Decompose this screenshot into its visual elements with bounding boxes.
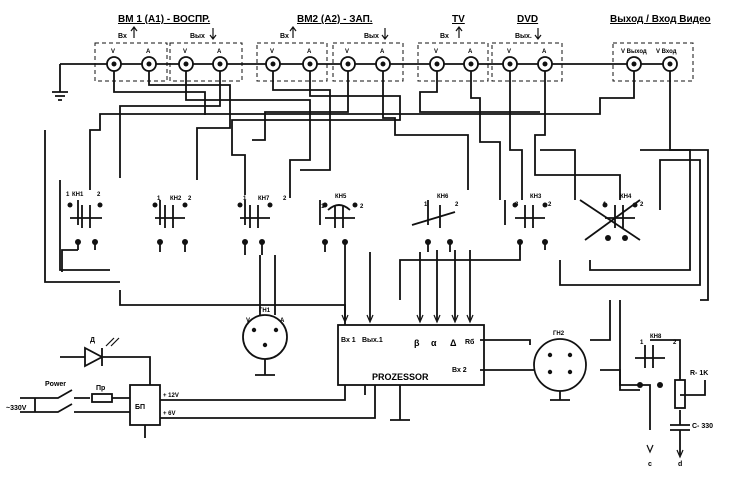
svg-text:1: 1 (321, 204, 325, 210)
wiring (44, 71, 709, 455)
svg-text:2: 2 (673, 340, 677, 346)
svg-text:2: 2 (360, 204, 364, 210)
svg-text:Вых.1: Вых.1 (362, 337, 383, 344)
jack-gn1: ГН1 V A (242, 308, 288, 376)
svg-text:КН8: КН8 (650, 334, 662, 340)
svg-text:Вых: Вых (190, 33, 205, 40)
svg-text:Δ: Δ (450, 338, 457, 348)
svg-text:1: 1 (66, 192, 70, 198)
svg-text:Rб: Rб (465, 338, 475, 346)
svg-text:КН7: КН7 (258, 196, 270, 202)
input-arrows (341, 314, 684, 459)
switch-kn2: КН2 1 2 (155, 196, 192, 228)
header-bm1: BM 1 (A1) - ВОСПР. (118, 14, 210, 25)
header-video: Выход / Вход Видео (610, 14, 711, 25)
svg-text:КН5: КН5 (335, 194, 347, 200)
svg-text:КН2: КН2 (170, 196, 182, 202)
svg-text:Power: Power (45, 381, 66, 388)
svg-text:2: 2 (283, 196, 287, 202)
svg-text:R- 1K: R- 1K (690, 370, 708, 377)
svg-text:d: d (678, 461, 682, 468)
svg-text:A: A (468, 49, 473, 55)
svg-text:2: 2 (640, 202, 644, 208)
header-dvd: DVD (517, 14, 538, 25)
svg-text:КН4: КН4 (620, 194, 632, 200)
svg-text:V: V (246, 318, 250, 324)
switch-kn3: КН3 32 (515, 194, 552, 228)
svg-text:A: A (280, 318, 285, 324)
svg-text:Вх: Вх (280, 33, 289, 40)
svg-text:ГН2: ГН2 (553, 331, 565, 337)
switch-kn8: КН8 1 2 (635, 334, 677, 368)
svg-text:Вх: Вх (118, 33, 127, 40)
svg-text:V: V (111, 49, 115, 55)
svg-text:2: 2 (97, 192, 101, 198)
switch-kn5: КН5 1 2 (321, 194, 364, 228)
svg-text:V: V (434, 49, 438, 55)
svg-text:1: 1 (424, 202, 428, 208)
terminal-dots (67, 202, 663, 388)
svg-text:c: c (648, 461, 652, 468)
svg-text:КН1: КН1 (72, 192, 84, 198)
svg-text:Вх: Вх (440, 33, 449, 40)
processor-block: PROZESSOR Вх 1 Вых.1 Вх 2 β α Δ Rб (337, 324, 485, 386)
svg-text:V: V (270, 49, 274, 55)
svg-text:2: 2 (548, 202, 552, 208)
svg-text:1: 1 (157, 196, 161, 202)
svg-text:Вых: Вых (364, 33, 379, 40)
svg-text:Вх 1: Вх 1 (341, 337, 356, 344)
svg-text:A: A (380, 49, 385, 55)
svg-text:КН3: КН3 (530, 194, 542, 200)
svg-text:2: 2 (455, 202, 459, 208)
header-tv: TV (452, 14, 465, 25)
svg-text:Вых.: Вых. (515, 33, 532, 40)
jack-gn2: ГН2 (533, 331, 587, 401)
svg-text:БП: БП (135, 404, 145, 411)
svg-text:V: V (507, 49, 511, 55)
svg-text:A: A (542, 49, 547, 55)
power-section: Д Power ~330V Пр БП + 12V + 6V (6, 337, 410, 438)
svg-text:A: A (307, 49, 312, 55)
svg-text:PROZESSOR: PROZESSOR (372, 372, 429, 382)
svg-text:~330V: ~330V (6, 405, 27, 412)
svg-text:Д: Д (90, 337, 95, 344)
svg-text:V: V (345, 49, 349, 55)
svg-text:1: 1 (243, 196, 247, 202)
svg-text:Вх 2: Вх 2 (452, 367, 467, 374)
svg-text:2: 2 (188, 196, 192, 202)
connector-boxes (94, 42, 694, 82)
port-labels: Вх Вых Вх Вых Вх Вых. V Выход V Вход V A… (111, 33, 677, 55)
ground-bus (52, 63, 663, 101)
svg-text:β: β (414, 338, 420, 348)
header-bm2: BM2 (A2) - ЗАП. (297, 14, 373, 25)
rc-section: R- 1K C- 330 c d (648, 370, 713, 468)
svg-text:C- 330: C- 330 (692, 423, 713, 430)
svg-text:+ 6V: + 6V (163, 411, 176, 417)
svg-text:+ 12V: + 12V (163, 393, 179, 399)
svg-text:1: 1 (640, 340, 644, 346)
svg-text:A: A (217, 49, 222, 55)
switch-kn6: КН6 1 2 (411, 194, 459, 228)
svg-text:V Вход: V Вход (656, 49, 677, 55)
switch-kn1: КН1 1 2 (66, 192, 102, 228)
svg-text:V: V (183, 49, 187, 55)
svg-text:Пр: Пр (96, 385, 105, 392)
switch-kn7: КН7 1 2 (240, 196, 287, 228)
direction-arrows (130, 26, 542, 40)
svg-text:α: α (431, 338, 437, 348)
svg-text:V Выход: V Выход (621, 49, 647, 55)
svg-text:A: A (146, 49, 151, 55)
svg-text:КН6: КН6 (437, 194, 449, 200)
svg-text:ГН1: ГН1 (259, 308, 271, 314)
